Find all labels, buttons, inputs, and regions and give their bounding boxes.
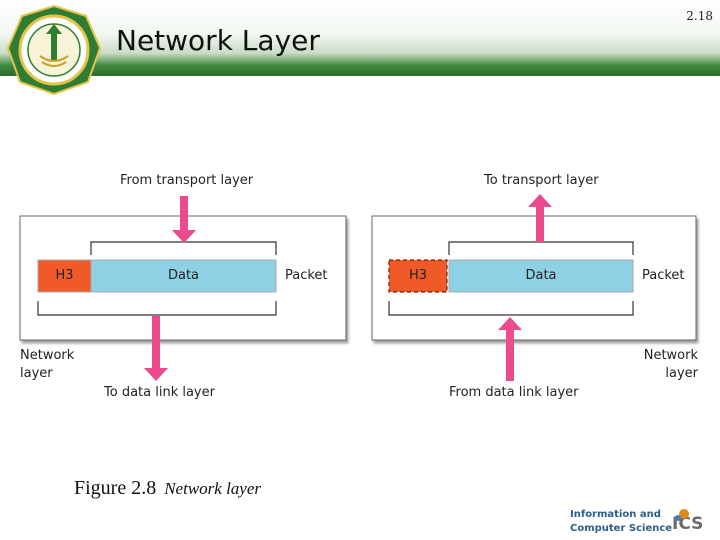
sender-data-field-label: Data [167, 268, 200, 283]
ics-department-logo-icon: Information and Computer Science ICS [566, 504, 703, 536]
footer-logo-line1: Information and [570, 509, 661, 520]
page-number: 2.18 [686, 9, 713, 23]
receiver-upward-arrow-top [528, 194, 552, 242]
figure-number: Figure 2.8 [74, 477, 157, 499]
sender-header-field [37, 259, 92, 293]
sender-downward-arrow-top [172, 196, 196, 243]
receiver-header-field-label: H3 [408, 268, 428, 283]
header-band [0, 0, 720, 76]
receiver-bottom-bracket [388, 301, 634, 316]
page-title: Network Layer [116, 24, 320, 57]
sender-data-field [90, 259, 277, 293]
sender-layer-label-line1: Network [20, 348, 75, 363]
sender-bottom-bracket [37, 301, 277, 316]
receiver-layer-label-line1: Network [643, 348, 698, 363]
footer-logo-line2: Computer Science [570, 523, 672, 534]
receiver-top-label: To transport layer [484, 173, 599, 188]
sender-top-label: From transport layer [120, 173, 254, 188]
receiver-packet-label: Packet [642, 268, 685, 283]
receiver-data-field-label: Data [525, 268, 557, 283]
sender-packet-label: Packet [285, 268, 328, 283]
sender-header-field-label: H3 [55, 268, 74, 283]
figure-title: Network layer [164, 479, 262, 498]
receiver-data-field [448, 259, 634, 293]
sender-layer-label-line2: layer [20, 366, 53, 381]
university-seal-icon [6, 4, 102, 96]
receiver-header-field [388, 259, 448, 293]
receiver-upward-arrow-bottom [498, 317, 522, 381]
sender-bottom-label: To data link layer [104, 385, 215, 400]
sender-downward-arrow-bottom [144, 316, 168, 381]
receiver-layer-label-line2: layer [665, 366, 698, 381]
receiver-bottom-label: From data link layer [449, 385, 579, 400]
figure-caption: Figure 2.8 Network layer [74, 477, 261, 500]
